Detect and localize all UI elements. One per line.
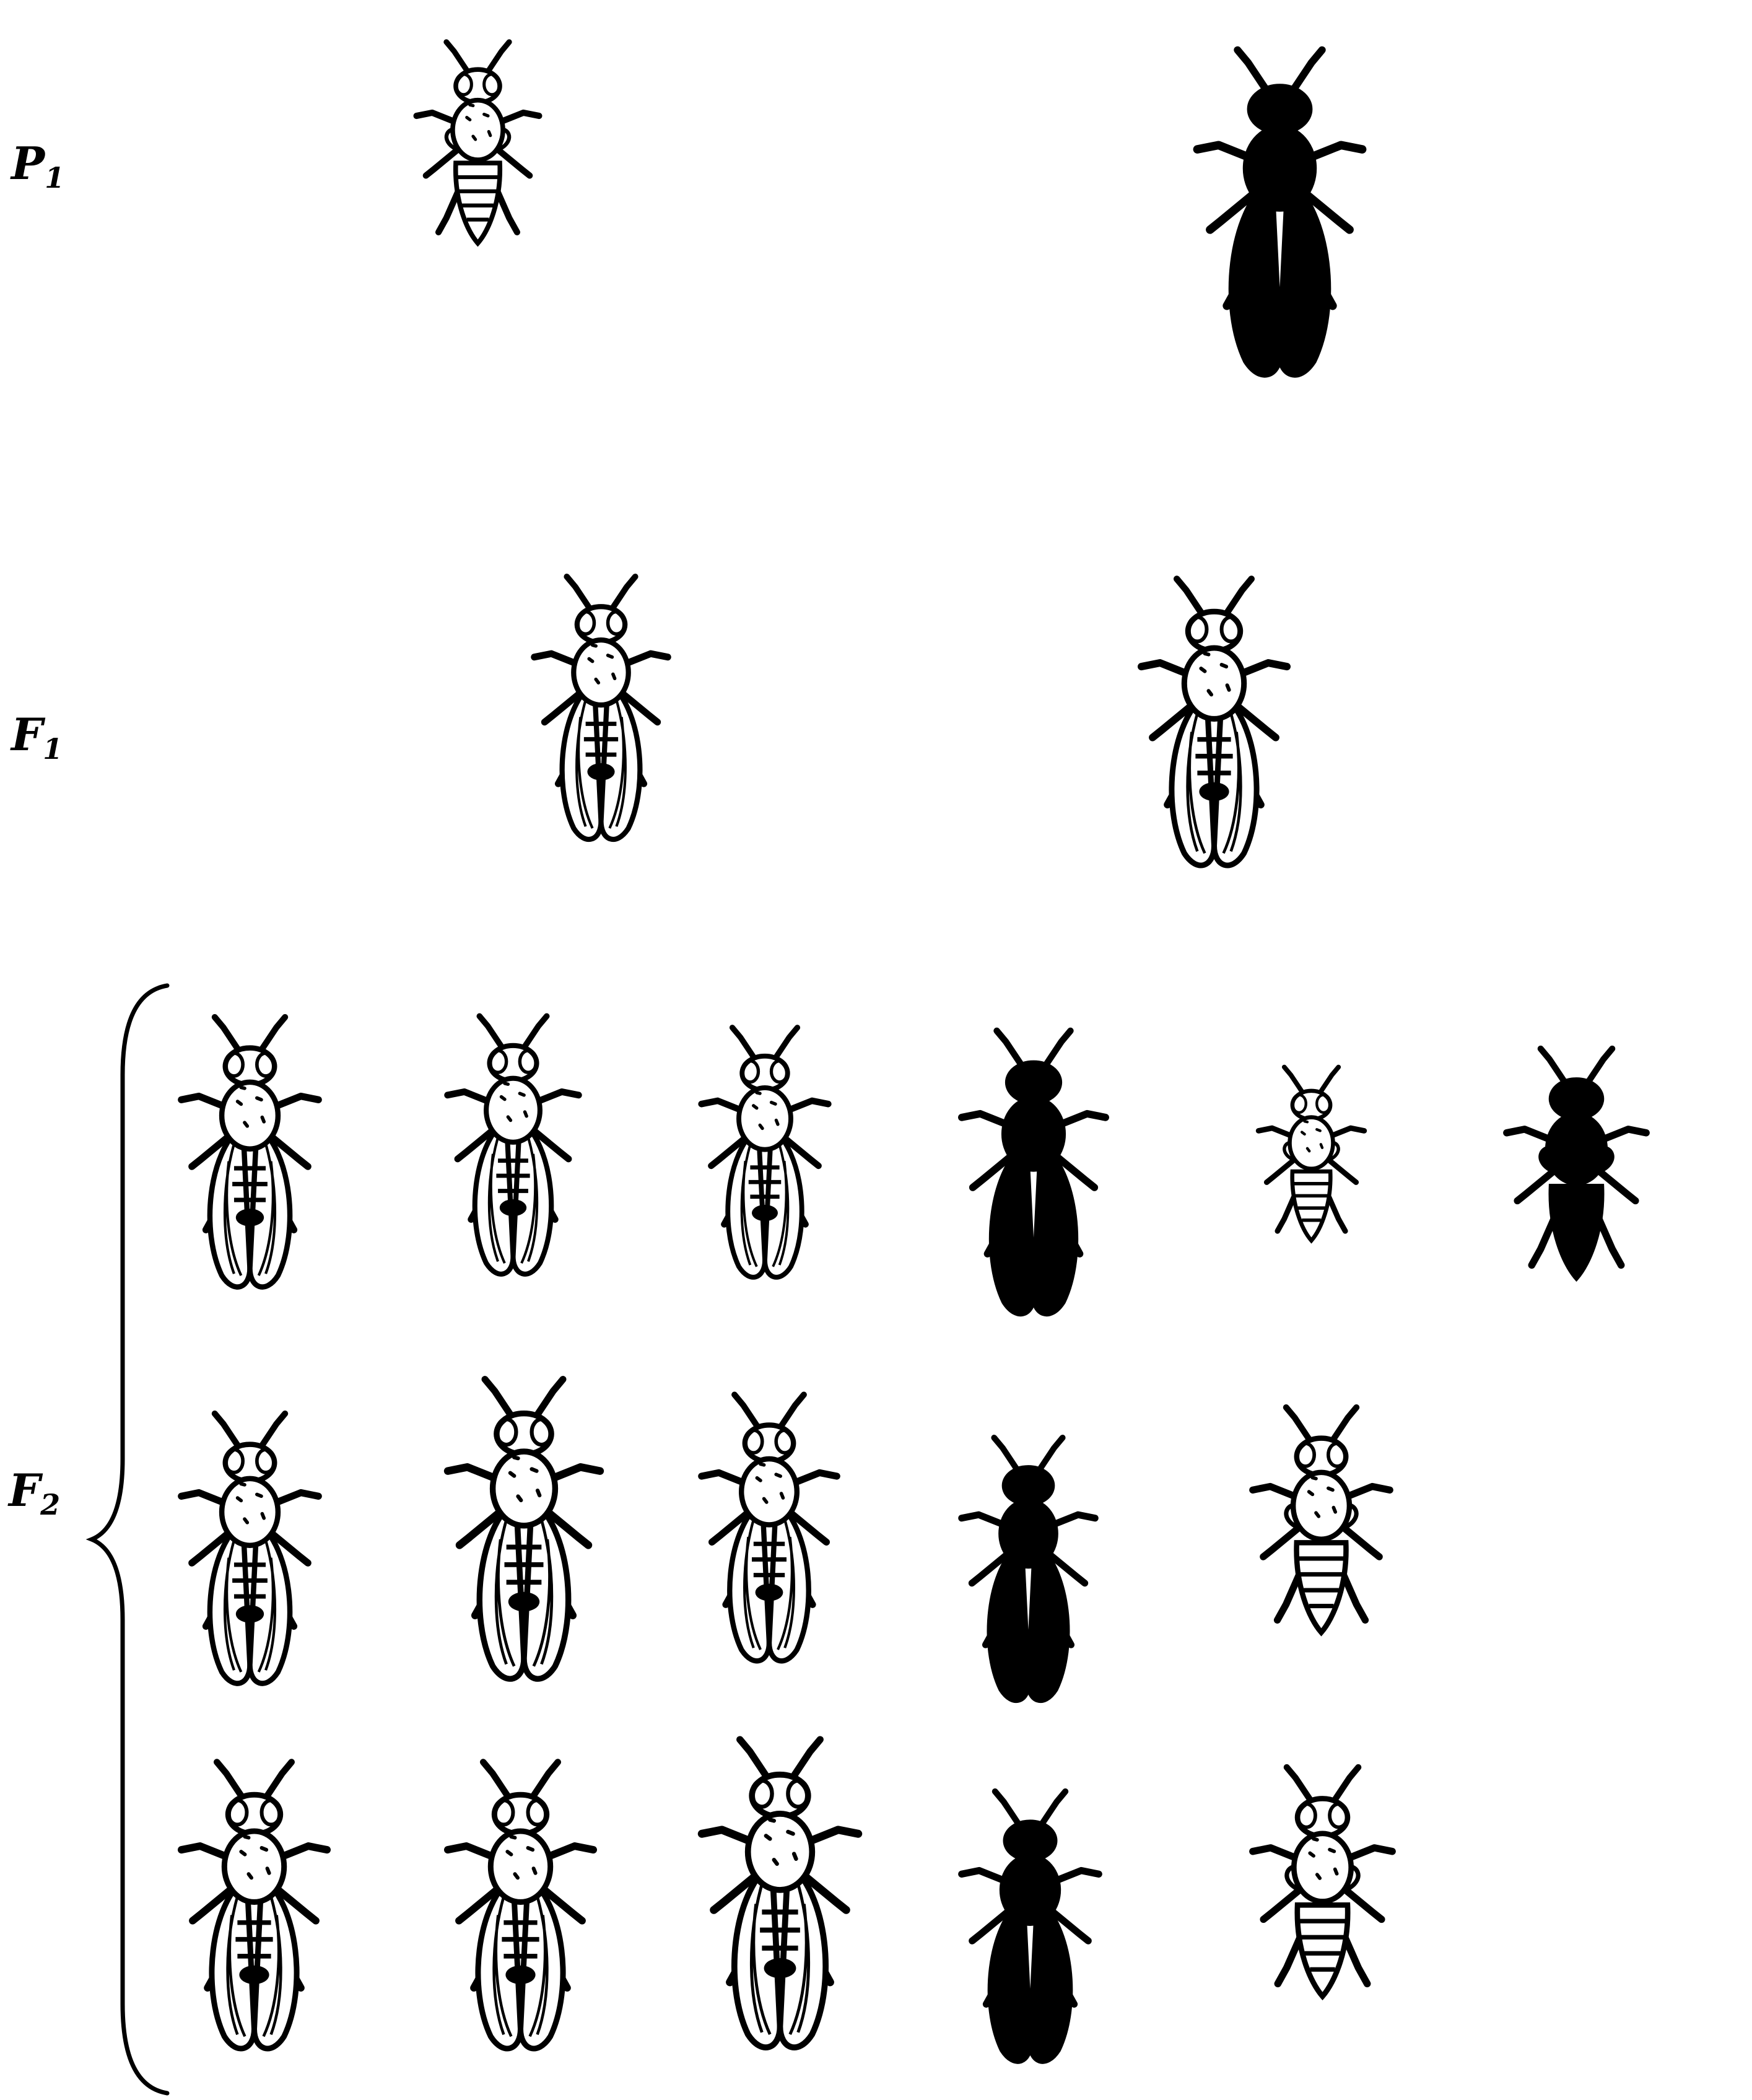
f2-fly-r2c4 xyxy=(960,1412,1097,1735)
p1-fly-long-black-drawing xyxy=(1195,19,1364,418)
label-f1-letter: F xyxy=(11,708,43,761)
f2-fly-r3c4 xyxy=(960,1765,1100,2097)
f2-fly-r1c3 xyxy=(700,1004,830,1310)
f1-fly-1-drawing xyxy=(533,551,669,874)
f2-fly-r3c5-drawing xyxy=(1251,1741,1394,2078)
f2-fly-r3c3-drawing xyxy=(700,1710,860,2088)
f1-fly-1 xyxy=(533,551,669,874)
label-f2-index: 2 xyxy=(40,1488,60,1521)
label-p1-index: 1 xyxy=(45,161,64,195)
f2-fly-r3c1 xyxy=(180,1735,329,2086)
f2-fly-r3c4-drawing xyxy=(960,1765,1100,2097)
f2-fly-r1c4-drawing xyxy=(960,1004,1107,1351)
p1-fly-vestigial-grey-drawing xyxy=(415,19,541,315)
f2-fly-r2c2 xyxy=(446,1350,602,1718)
f2-fly-r3c1-drawing xyxy=(180,1735,329,2086)
f1-fly-2 xyxy=(1140,551,1289,903)
f2-fly-r1c6-drawing xyxy=(1505,1022,1648,1360)
label-p1-letter: P xyxy=(11,137,45,190)
f2-fly-r3c2 xyxy=(446,1735,595,2086)
p1-fly-long-black xyxy=(1195,19,1364,418)
f2-fly-r1c3-drawing xyxy=(700,1004,830,1310)
f2-fly-r1c1-drawing xyxy=(180,991,320,1323)
label-f2: F2 xyxy=(9,1468,60,1519)
p1-fly-vestigial-grey xyxy=(415,19,541,315)
label-f1-index: 1 xyxy=(43,732,63,766)
f2-fly-r2c5 xyxy=(1251,1381,1392,1713)
f2-fly-r2c1-drawing xyxy=(180,1388,320,1719)
f2-fly-r3c5 xyxy=(1251,1741,1394,2078)
f2-fly-r1c5-drawing xyxy=(1257,1047,1366,1303)
f2-fly-r1c5 xyxy=(1257,1047,1366,1303)
f2-fly-r2c3 xyxy=(700,1369,839,1696)
f2-fly-r1c2 xyxy=(446,991,580,1308)
f2-fly-r1c6 xyxy=(1505,1022,1648,1360)
f2-fly-r1c1 xyxy=(180,991,320,1323)
f2-fly-r2c4-drawing xyxy=(960,1412,1097,1735)
f2-fly-r2c3-drawing xyxy=(700,1369,839,1696)
f2-fly-r3c3 xyxy=(700,1710,860,2088)
label-p1: P1 xyxy=(11,141,64,192)
f2-fly-r3c2-drawing xyxy=(446,1735,595,2086)
f1-fly-2-drawing xyxy=(1140,551,1289,903)
label-f2-letter: F xyxy=(9,1464,40,1516)
f2-fly-r2c5-drawing xyxy=(1251,1381,1392,1713)
f2-fly-r1c4 xyxy=(960,1004,1107,1351)
label-f1: F1 xyxy=(11,712,63,763)
f2-fly-r1c2-drawing xyxy=(446,991,580,1308)
f2-fly-r2c1 xyxy=(180,1388,320,1719)
f2-brace xyxy=(74,982,186,2097)
f2-fly-r2c2-drawing xyxy=(446,1350,602,1718)
